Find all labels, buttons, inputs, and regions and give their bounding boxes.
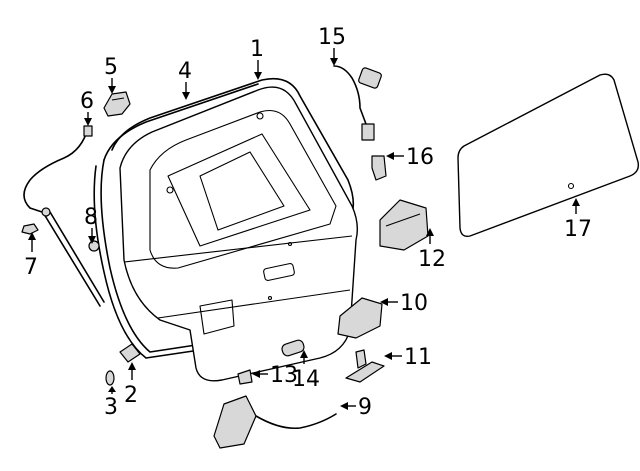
callout-9: 9 xyxy=(358,395,372,420)
liftgate-panel xyxy=(119,86,359,382)
callout-leaders xyxy=(28,48,580,410)
callout-13: 13 xyxy=(270,363,298,388)
striker xyxy=(345,349,385,383)
gas-strut xyxy=(41,207,105,307)
callout-15: 15 xyxy=(318,25,346,50)
handle-bezel xyxy=(281,339,305,357)
callout-1: 1 xyxy=(250,37,264,62)
lock-module xyxy=(337,297,383,339)
callout-6: 6 xyxy=(80,89,94,114)
connector-bracket xyxy=(371,155,387,181)
latch-assembly xyxy=(213,395,337,449)
wiring-harness xyxy=(23,125,93,215)
latch-actuator xyxy=(379,199,429,251)
callout-4: 4 xyxy=(178,59,192,84)
callout-labels: 1 4 5 6 8 7 2 3 15 16 17 12 10 11 13 14 … xyxy=(24,25,592,420)
release-switch xyxy=(119,343,141,363)
callout-8: 8 xyxy=(84,205,98,230)
bumper-stop xyxy=(88,240,100,252)
callout-5: 5 xyxy=(104,55,118,80)
plug xyxy=(105,370,115,386)
callout-14: 14 xyxy=(292,367,320,392)
callout-10: 10 xyxy=(400,291,428,316)
liftgate-glass xyxy=(457,73,640,238)
callout-12: 12 xyxy=(418,247,446,272)
callout-17: 17 xyxy=(564,217,592,242)
callout-11: 11 xyxy=(404,345,432,370)
cap xyxy=(237,369,253,385)
callout-2: 2 xyxy=(124,383,138,408)
callout-3: 3 xyxy=(104,395,118,420)
callout-7: 7 xyxy=(24,255,38,280)
callout-16: 16 xyxy=(406,145,434,170)
hinge-bracket xyxy=(103,91,131,117)
ball-stud xyxy=(21,223,39,235)
connector-harness xyxy=(333,65,382,141)
